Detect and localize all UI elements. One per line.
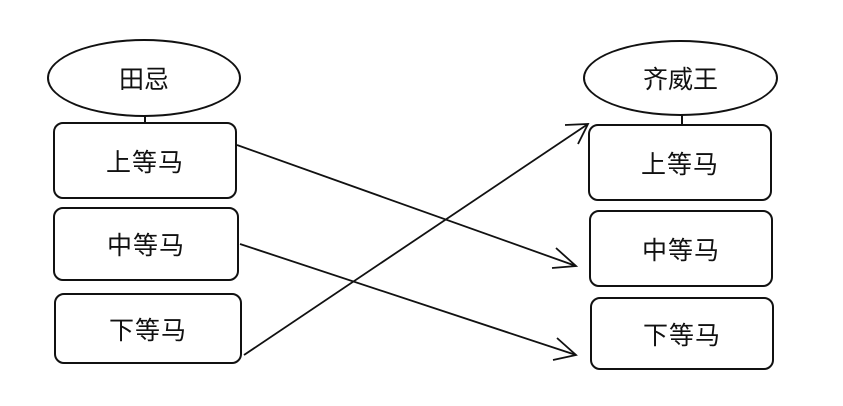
right-owner-ellipse: 齐威王	[583, 40, 778, 116]
right-owner-name: 齐威王	[642, 65, 718, 94]
right-horse-bottom: 下等马	[590, 297, 774, 370]
left-owner-name: 田忌	[118, 65, 169, 94]
left-owner-ellipse: 田忌	[47, 39, 241, 117]
right-horse-middle-label: 中等马	[641, 235, 720, 265]
arrow-left-middle-to-right-bottom	[239, 243, 578, 361]
right-horse-top: 上等马	[588, 124, 772, 201]
right-horse-top-label: 上等马	[640, 149, 719, 179]
left-horse-top-label: 上等马	[105, 147, 184, 177]
left-horse-top: 上等马	[53, 122, 237, 199]
arrow-left-bottom-to-right-top	[243, 123, 590, 356]
left-horse-bottom: 下等马	[54, 293, 242, 364]
left-horse-middle: 中等马	[53, 207, 239, 281]
right-horse-bottom-label: 下等马	[642, 320, 721, 350]
right-horse-middle: 中等马	[589, 210, 773, 287]
arrow-left-top-to-right-middle	[236, 144, 579, 269]
left-horse-bottom-label: 下等马	[108, 315, 187, 345]
left-horse-middle-label: 中等马	[106, 231, 185, 260]
